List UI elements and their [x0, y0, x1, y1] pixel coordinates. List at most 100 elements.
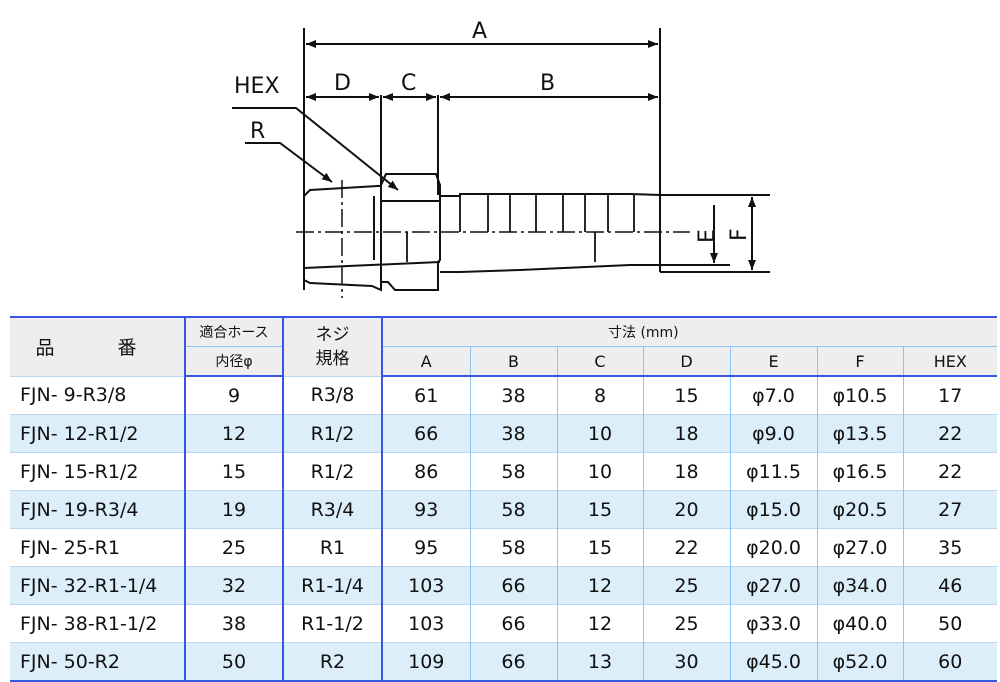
- cell-c: 10: [556, 452, 643, 491]
- header-dim-b: B: [469, 346, 557, 377]
- header-thread-bottom: 規格: [315, 348, 350, 369]
- cell-e: φ33.0: [729, 604, 817, 643]
- cell-a: 95: [381, 528, 470, 567]
- header-dim-d: D: [642, 346, 730, 377]
- cell-a: 61: [381, 375, 470, 415]
- cell-part: FJN- 19-R3/4: [10, 490, 185, 529]
- cell-c: 12: [556, 566, 643, 605]
- header-thread-top: ネジ: [315, 324, 350, 345]
- cell-f: φ27.0: [816, 528, 903, 567]
- cell-e: φ20.0: [729, 528, 817, 567]
- cell-hose: 9: [184, 375, 283, 415]
- cell-c: 15: [556, 490, 643, 529]
- cell-d: 25: [642, 566, 730, 605]
- label-b: B: [540, 71, 555, 96]
- cell-thread: R3/8: [282, 375, 382, 415]
- cell-part: FJN- 32-R1-1/4: [10, 566, 185, 605]
- header-dim-f: F: [816, 346, 903, 377]
- cell-part: FJN- 25-R1: [10, 528, 185, 567]
- cell-part: FJN- 38-R1-1/2: [10, 604, 185, 643]
- cell-f: φ52.0: [816, 642, 903, 682]
- cell-hex: 22: [902, 452, 998, 491]
- cell-c: 12: [556, 604, 643, 643]
- cell-a: 103: [381, 604, 470, 643]
- header-dim-hex: HEX: [902, 346, 998, 377]
- header-dim-e: E: [729, 346, 817, 377]
- cell-a: 86: [381, 452, 470, 491]
- cell-thread: R1/2: [282, 452, 382, 491]
- cell-b: 58: [469, 452, 557, 491]
- cell-f: φ20.5: [816, 490, 903, 529]
- cell-d: 20: [642, 490, 730, 529]
- cell-hex: 35: [902, 528, 998, 567]
- cell-hex: 46: [902, 566, 998, 605]
- cell-hose: 50: [184, 642, 283, 682]
- cell-b: 38: [469, 375, 557, 415]
- header-part-no: 品 番: [10, 316, 185, 376]
- label-r: R: [250, 119, 265, 144]
- label-d: D: [334, 71, 351, 96]
- cell-f: φ40.0: [816, 604, 903, 643]
- cell-hex: 27: [902, 490, 998, 529]
- cell-b: 58: [469, 528, 557, 567]
- label-hex: HEX: [234, 74, 280, 99]
- cell-e: φ27.0: [729, 566, 817, 605]
- fitting-dimension-drawing: A D C B HEX R E F: [232, 19, 770, 298]
- header-thread: ネジ規格: [282, 316, 382, 376]
- header-dim-a: A: [381, 346, 470, 377]
- cell-a: 93: [381, 490, 470, 529]
- cell-e: φ9.0: [729, 414, 817, 453]
- header-hose-top: 適合ホース: [184, 316, 283, 347]
- cell-part: FJN- 12-R1/2: [10, 414, 185, 453]
- cell-f: φ13.5: [816, 414, 903, 453]
- cell-a: 103: [381, 566, 470, 605]
- cell-d: 15: [642, 375, 730, 415]
- header-dim-c: C: [556, 346, 643, 377]
- cell-b: 66: [469, 604, 557, 643]
- cell-e: φ15.0: [729, 490, 817, 529]
- cell-c: 15: [556, 528, 643, 567]
- cell-hex: 50: [902, 604, 998, 643]
- cell-b: 66: [469, 642, 557, 682]
- cell-f: φ10.5: [816, 375, 903, 415]
- label-f: F: [727, 228, 752, 241]
- label-a: A: [472, 19, 487, 44]
- cell-hose: 19: [184, 490, 283, 529]
- cell-a: 109: [381, 642, 470, 682]
- cell-hose: 15: [184, 452, 283, 491]
- cell-d: 25: [642, 604, 730, 643]
- spec-table: 品 番 適合ホース ネジ規格 寸法 (mm) 内径φ A B C D E F H…: [10, 316, 998, 682]
- cell-b: 58: [469, 490, 557, 529]
- cell-d: 18: [642, 414, 730, 453]
- cell-thread: R1-1/2: [282, 604, 382, 643]
- cell-d: 18: [642, 452, 730, 491]
- cell-a: 66: [381, 414, 470, 453]
- cell-thread: R3/4: [282, 490, 382, 529]
- cell-hose: 25: [184, 528, 283, 567]
- cell-part: FJN- 15-R1/2: [10, 452, 185, 491]
- cell-hex: 60: [902, 642, 998, 682]
- cell-d: 22: [642, 528, 730, 567]
- cell-e: φ11.5: [729, 452, 817, 491]
- cell-thread: R1/2: [282, 414, 382, 453]
- cell-thread: R2: [282, 642, 382, 682]
- cell-e: φ7.0: [729, 375, 817, 415]
- cell-c: 10: [556, 414, 643, 453]
- cell-hose: 32: [184, 566, 283, 605]
- header-hose-bottom: 内径φ: [184, 346, 283, 377]
- label-e: E: [695, 229, 720, 243]
- cell-b: 66: [469, 566, 557, 605]
- cell-e: φ45.0: [729, 642, 817, 682]
- cell-c: 13: [556, 642, 643, 682]
- cell-hex: 17: [902, 375, 998, 415]
- cell-b: 38: [469, 414, 557, 453]
- cell-part: FJN- 50-R2: [10, 642, 185, 682]
- cell-f: φ34.0: [816, 566, 903, 605]
